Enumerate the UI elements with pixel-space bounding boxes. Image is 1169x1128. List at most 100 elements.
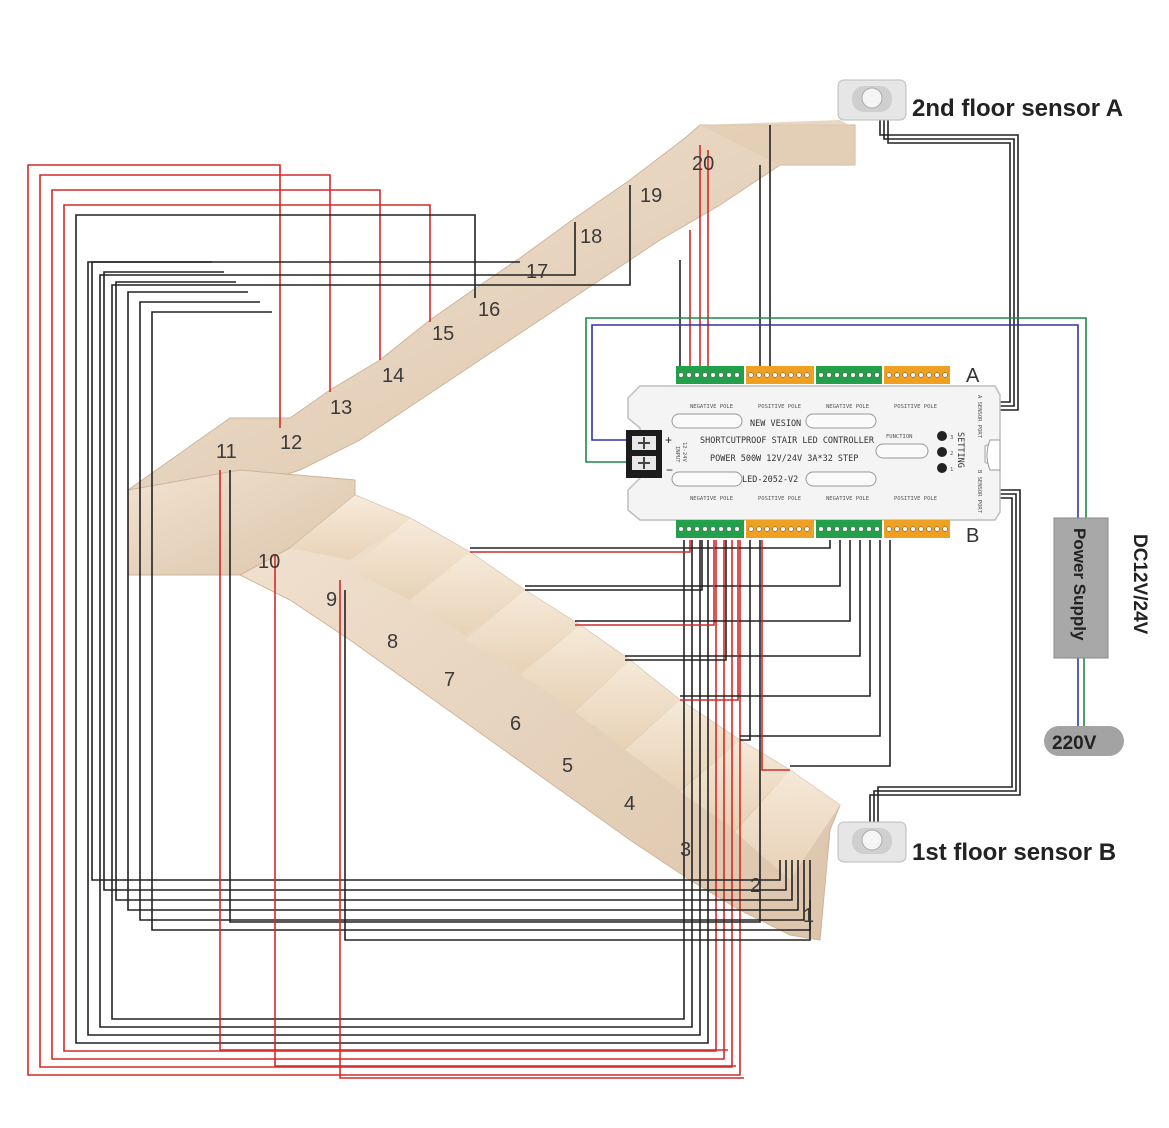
step-label-19: 19 bbox=[640, 185, 662, 207]
terminal-screw bbox=[926, 526, 932, 532]
led-row-1 bbox=[671, 413, 743, 429]
terminal-top-2 bbox=[746, 366, 814, 384]
wire-upper-3 bbox=[63, 204, 717, 1052]
step-label-20: 20 bbox=[692, 153, 714, 175]
input-plus: + bbox=[665, 433, 672, 447]
terminal-screw bbox=[886, 526, 892, 532]
terminal-screw bbox=[942, 526, 948, 532]
terminal-screw bbox=[834, 372, 840, 378]
setting-label: SETTING bbox=[955, 432, 965, 468]
controller-line1: NEW VESION bbox=[750, 419, 801, 429]
terminal-top-4 bbox=[884, 366, 950, 384]
step-label-15: 15 bbox=[432, 323, 454, 345]
terminal-screw bbox=[818, 372, 824, 378]
wire-upper-5 bbox=[87, 261, 701, 1036]
terminal-screw bbox=[710, 372, 716, 378]
terminal-bottom-3 bbox=[816, 520, 882, 538]
lower-staircase bbox=[238, 494, 841, 941]
setting-mark-3: 3 bbox=[950, 435, 953, 441]
wire-upper-2 bbox=[51, 189, 725, 1060]
power-supply: Power Supply DC12V/24V 220V bbox=[1044, 517, 1150, 756]
wire-inner-3 bbox=[127, 291, 799, 911]
wire-power-green bbox=[585, 317, 1087, 518]
terminal-screw bbox=[804, 372, 810, 378]
function-row bbox=[875, 443, 929, 459]
terminal-bottom-1 bbox=[676, 520, 744, 538]
terminal-screw bbox=[694, 526, 700, 532]
terminal-screw bbox=[850, 372, 856, 378]
step-label-6: 6 bbox=[510, 713, 521, 735]
controller-line3: POWER 500W 12V/24V 3A*32 STEP bbox=[710, 454, 858, 464]
setting-button-1[interactable] bbox=[937, 463, 947, 473]
terminal-screw bbox=[772, 372, 778, 378]
terminal-screw bbox=[834, 526, 840, 532]
terminal-screw bbox=[918, 372, 924, 378]
wire-sensor-a-2 bbox=[887, 118, 1011, 403]
controller-model: LED-2052-V2 bbox=[742, 475, 798, 485]
top-pole-label-4: POSITIVE POLE bbox=[894, 404, 937, 410]
step-label-1: 1 bbox=[803, 905, 814, 927]
wire-upper-0 bbox=[27, 164, 741, 1076]
wire-lower-6 bbox=[761, 540, 790, 771]
wire-lower-4 bbox=[680, 540, 739, 701]
wire-lower-b-4 bbox=[680, 540, 871, 697]
terminal-screw bbox=[910, 526, 916, 532]
terminal-screw bbox=[726, 526, 732, 532]
wire-upper-7 bbox=[111, 185, 685, 1020]
terminal-screw bbox=[866, 526, 872, 532]
top-pole-label-2: POSITIVE POLE bbox=[758, 404, 801, 410]
terminal-screw bbox=[858, 372, 864, 378]
wire-upper-6 bbox=[99, 222, 693, 1028]
terminal-screw bbox=[686, 526, 692, 532]
wire-upper-4 bbox=[75, 214, 709, 1044]
terminal-screw bbox=[796, 372, 802, 378]
wire-upper-1 bbox=[39, 174, 733, 1068]
terminal-bottom-4 bbox=[884, 520, 950, 538]
led-row-3 bbox=[671, 471, 743, 487]
terminal-screw bbox=[756, 372, 762, 378]
terminal-screw bbox=[874, 526, 880, 532]
controller: A B NEGATIVE POLE POSITIVE POLE NEGATIVE… bbox=[626, 365, 1001, 547]
step-label-17: 17 bbox=[526, 261, 548, 283]
wire-sensor-b-1 bbox=[873, 493, 1017, 822]
step-label-11: 11 bbox=[216, 441, 237, 463]
terminal-screw bbox=[726, 372, 732, 378]
bottom-pole-label-4: POSITIVE POLE bbox=[894, 496, 937, 502]
wire-power-blue bbox=[591, 324, 1079, 518]
wire-sensor-b-2 bbox=[877, 497, 1013, 822]
terminal-top-3 bbox=[816, 366, 882, 384]
function-label: FUNCTION bbox=[886, 434, 913, 440]
wire-lower-2 bbox=[575, 540, 715, 626]
terminal-screw bbox=[702, 526, 708, 532]
dc-voltage-label: DC12V/24V bbox=[1129, 534, 1150, 635]
sensor-a: 2nd floor sensor A bbox=[837, 79, 1123, 122]
terminal-screw bbox=[694, 372, 700, 378]
terminal-screw bbox=[772, 526, 778, 532]
terminal-screw bbox=[702, 372, 708, 378]
power-supply-label: Power Supply bbox=[1070, 528, 1089, 641]
setting-button-3[interactable] bbox=[937, 431, 947, 441]
terminal-screw bbox=[918, 526, 924, 532]
wire-lower-b-3 bbox=[625, 540, 861, 657]
terminal-screw bbox=[902, 526, 908, 532]
setting-button-2[interactable] bbox=[937, 447, 947, 457]
step-label-10: 10 bbox=[258, 551, 280, 573]
wire-lower-0 bbox=[470, 540, 691, 553]
top-pole-label-1: NEGATIVE POLE bbox=[690, 404, 733, 410]
wire-inner-1 bbox=[103, 271, 787, 891]
terminal-screw bbox=[858, 526, 864, 532]
wire-lower-b-1 bbox=[525, 540, 841, 587]
wire-inner-4 bbox=[139, 301, 805, 921]
terminal-screw bbox=[910, 372, 916, 378]
wire-lower-b-6 bbox=[790, 540, 891, 767]
controller-line2: SHORTCUTPROOF STAIR LED CONTROLLER bbox=[700, 436, 875, 446]
terminal-screw bbox=[748, 526, 754, 532]
terminal-bottom-2 bbox=[746, 520, 814, 538]
wire-step-11-red bbox=[219, 470, 728, 1051]
setting-mark-1: 1 bbox=[950, 467, 953, 473]
step-label-4: 4 bbox=[624, 793, 635, 815]
terminal-screw bbox=[780, 526, 786, 532]
sensor-port-a-label: A SENSOR PORT bbox=[976, 395, 982, 439]
step-label-2: 2 bbox=[750, 875, 761, 897]
